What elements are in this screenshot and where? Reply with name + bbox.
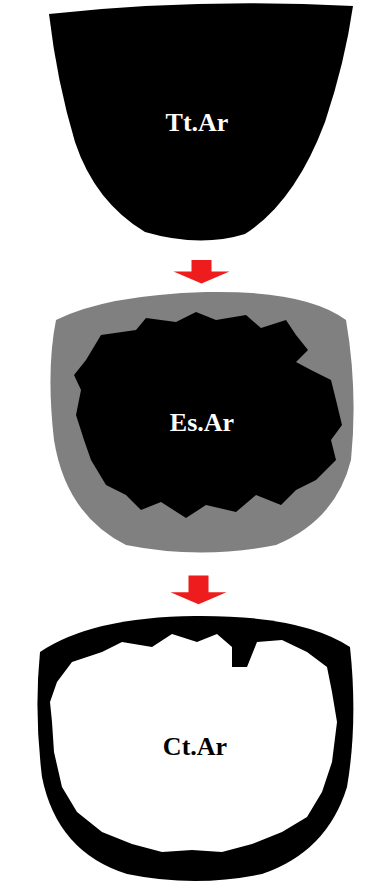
bone-section: Tt.Ar [45, 2, 357, 244]
flow-arrow [174, 260, 230, 284]
arrow-shape [174, 260, 230, 284]
area-label: Ct.Ar [163, 732, 227, 762]
area-label: Tt.Ar [166, 108, 229, 138]
bone-section: Es.Ar [46, 290, 358, 556]
flow-arrow [171, 576, 227, 605]
bone-section: Ct.Ar [32, 612, 358, 882]
area-label: Es.Ar [170, 408, 234, 438]
arrow-shape [171, 576, 227, 605]
